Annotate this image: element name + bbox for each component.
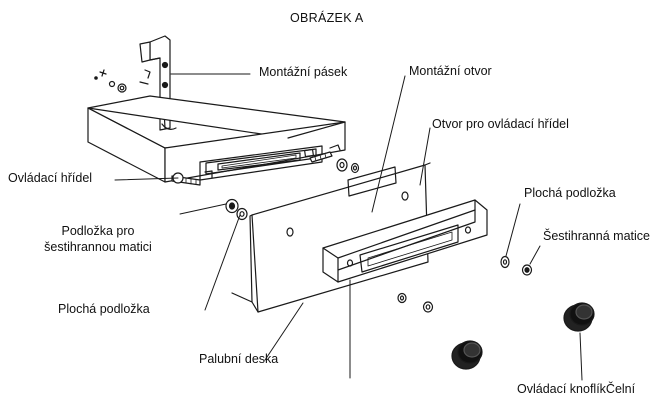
trim-plate-part	[322, 199, 488, 283]
right-washer-nut-part	[500, 255, 533, 276]
label-mounting-strap: Montážní pásek	[259, 65, 348, 79]
label-flat-washer-right: Plochá podložka	[524, 186, 616, 200]
label-dashboard: Palubní deska	[199, 352, 279, 366]
washers-upper	[336, 158, 360, 174]
label-flat-washer-left: Plochá podložka	[58, 302, 150, 316]
label-control-shaft: Ovládací hřídel	[8, 171, 93, 185]
hex-nut-washer-part	[225, 198, 248, 221]
knob-right-part	[563, 302, 595, 332]
dashboard-panel-part	[231, 162, 431, 313]
label-shaft-hole: Otvor pro ovládací hřídel	[432, 117, 569, 131]
radio-body-part	[87, 95, 346, 186]
leader-lines	[114, 73, 583, 381]
diagram-title: OBRÁZEK A	[290, 11, 364, 25]
label-hex-washer-line2: šestihrannou matici	[44, 240, 152, 254]
label-hex-washer-line1: Podložka pro	[61, 224, 135, 238]
label-mounting-hole: Montážní otvor	[409, 64, 492, 78]
knob-left-part	[451, 340, 483, 370]
label-knob-front: Ovládací knoflíkČelní	[517, 382, 636, 396]
label-hex-nut: Šestihranná matice	[543, 229, 651, 243]
washers-lower	[397, 292, 434, 313]
